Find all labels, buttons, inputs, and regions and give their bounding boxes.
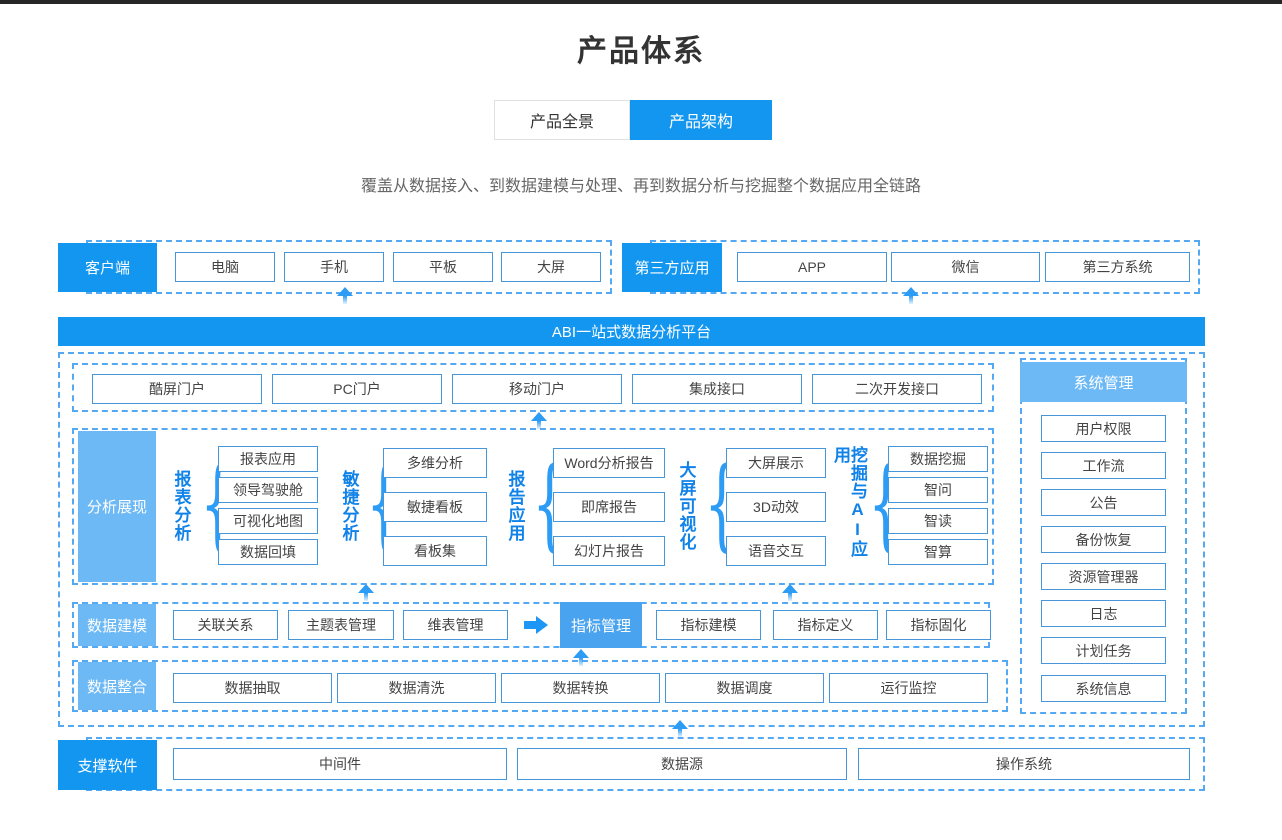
brace-icon [532,446,542,566]
indicator-item: 指标建模 [656,610,761,640]
analysis-item: 语音交互 [726,536,826,566]
analysis-item: 智读 [888,508,988,534]
brace-icon [704,446,714,566]
analysis-label: 分析展现 [78,431,156,582]
analysis-item: 报表应用 [218,446,318,472]
analysis-group-agile-label: 敏捷分析 [339,470,359,542]
indicator-label: 指标管理 [560,602,642,648]
client-item-mobile: 手机 [284,252,384,282]
analysis-item: 智算 [888,539,988,565]
top-black-bar [0,0,1282,4]
analysis-group-ai-label: 挖掘与AI应用 [831,446,867,558]
brace-icon [868,446,878,566]
up-arrow-icon [337,287,353,304]
analysis-item: 3D动效 [726,492,826,522]
support-label: 支撑软件 [58,740,157,790]
brace-icon [200,446,210,566]
third-party-label: 第三方应用 [622,243,722,292]
analysis-group-report-app-label: 报告应用 [505,470,525,542]
right-arrow-icon [524,616,548,634]
analysis-item: 即席报告 [553,492,665,522]
portal-item-coolscreen: 酷屏门户 [92,374,262,404]
brace-icon [366,446,376,566]
client-item-tablet: 平板 [393,252,493,282]
modeling-item: 维表管理 [403,610,508,640]
modeling-item: 主题表管理 [288,610,394,640]
analysis-item: 智问 [888,477,988,503]
system-item: 系统信息 [1041,675,1166,702]
support-item-middleware: 中间件 [173,748,507,780]
integration-item: 数据转换 [501,673,660,703]
portal-item-dev-api: 二次开发接口 [812,374,982,404]
portal-item-integration-api: 集成接口 [632,374,802,404]
up-arrow-icon [531,412,547,429]
platform-frame [58,352,1205,727]
analysis-group-bigscreen-label: 大屏可视化 [676,461,696,551]
system-item: 工作流 [1041,452,1166,479]
up-arrow-icon [672,720,688,737]
third-party-item-wechat: 微信 [891,252,1040,282]
tab-product-overview[interactable]: 产品全景 [494,100,630,140]
modeling-label: 数据建模 [78,604,156,646]
integration-item: 运行监控 [829,673,988,703]
analysis-group-report-label: 报表分析 [171,470,191,542]
indicator-item: 指标固化 [886,610,991,640]
analysis-item: 数据回填 [218,539,318,565]
client-item-pc: 电脑 [175,252,275,282]
system-item: 公告 [1041,489,1166,516]
analysis-item: 幻灯片报告 [553,536,665,566]
support-item-datasource: 数据源 [517,748,847,780]
indicator-item: 指标定义 [773,610,878,640]
analysis-item: 看板集 [383,536,487,566]
analysis-item: 可视化地图 [218,508,318,534]
system-item: 用户权限 [1041,415,1166,442]
integration-item: 数据清洗 [337,673,496,703]
system-item: 备份恢复 [1041,526,1166,553]
integration-item: 数据抽取 [173,673,332,703]
system-label: 系统管理 [1020,362,1187,402]
support-item-os: 操作系统 [858,748,1190,780]
page-subtitle: 覆盖从数据接入、到数据建模与处理、再到数据分析与挖掘整个数据应用全链路 [360,178,921,195]
up-arrow-icon [358,584,374,601]
client-item-bigscreen: 大屏 [501,252,601,282]
portal-item-mobile: 移动门户 [452,374,622,404]
up-arrow-icon [782,584,798,601]
third-party-item-app: APP [737,252,887,282]
up-arrow-icon [573,649,589,666]
platform-banner: ABI一站式数据分析平台 [58,317,1205,346]
analysis-item: 敏捷看板 [383,492,487,522]
portal-item-pc: PC门户 [272,374,442,404]
page-title: 产品体系 [577,35,705,68]
analysis-item: 多维分析 [383,448,487,478]
modeling-item: 关联关系 [173,610,278,640]
third-party-item-system: 第三方系统 [1045,252,1190,282]
client-label: 客户端 [58,243,157,292]
tab-product-architecture[interactable]: 产品架构 [630,100,772,140]
system-item: 资源管理器 [1041,563,1166,590]
analysis-item: 大屏展示 [726,448,826,478]
analysis-item: 数据挖掘 [888,446,988,472]
integration-item: 数据调度 [665,673,824,703]
analysis-item: Word分析报告 [553,448,665,478]
analysis-item: 领导驾驶舱 [218,477,318,503]
integration-label: 数据整合 [78,662,156,710]
system-item: 计划任务 [1041,637,1166,664]
system-item: 日志 [1041,600,1166,627]
up-arrow-icon [903,287,919,304]
